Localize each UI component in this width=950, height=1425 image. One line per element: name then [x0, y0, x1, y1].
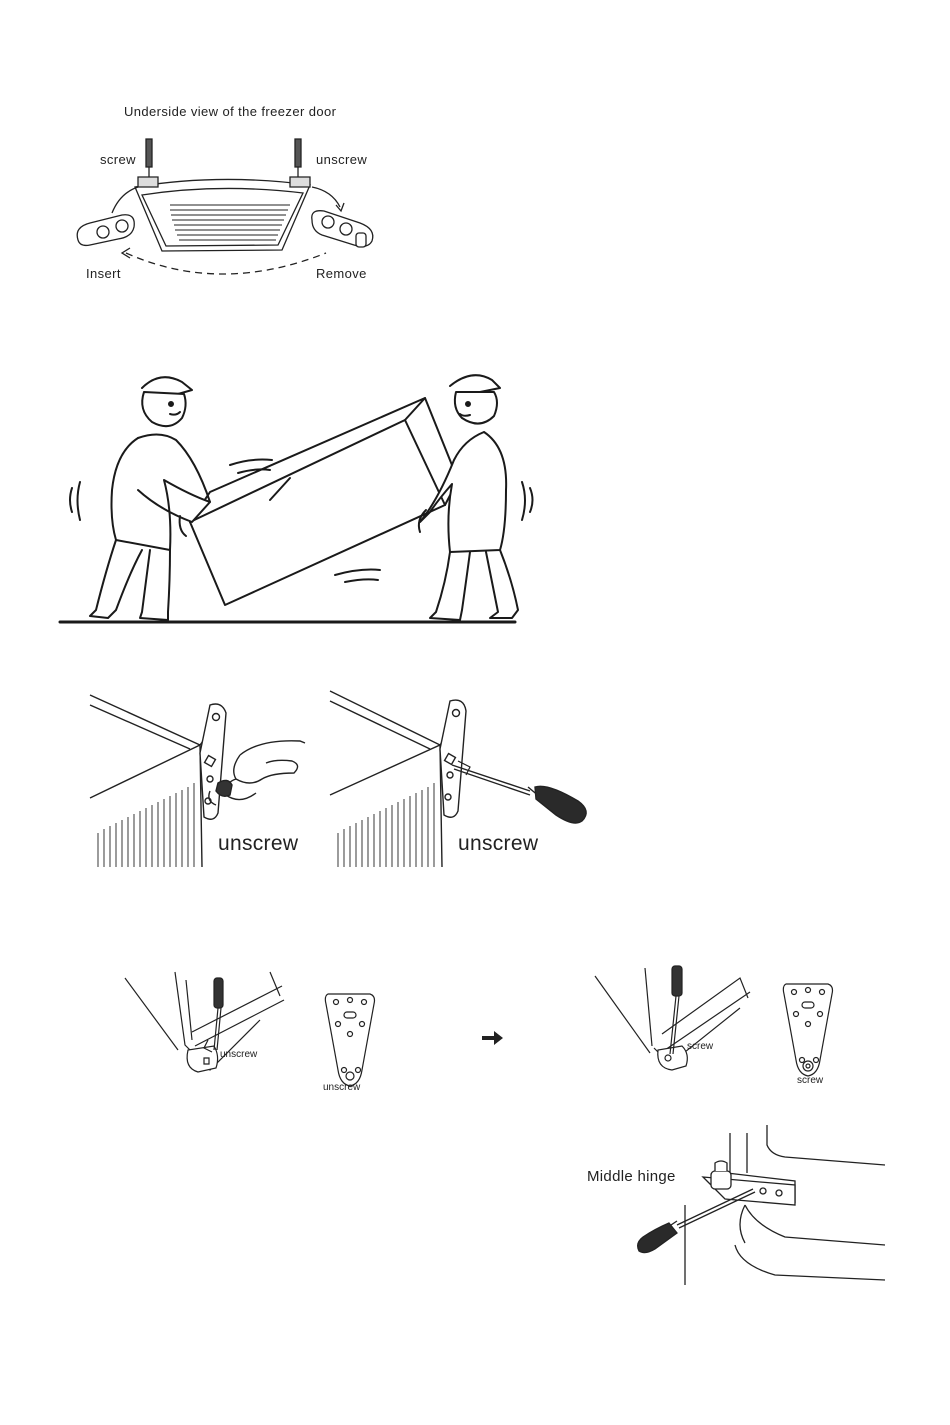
hinge-plate-right-drawing [780, 980, 840, 1080]
hinge-plate-left-drawing [322, 990, 382, 1090]
two-person-carry-drawing [60, 360, 520, 630]
figure4-plate-right-screw-label: screw [797, 1076, 823, 1086]
figure3-left-unscrew-label: unscrew [218, 833, 298, 854]
bottom-hinge-unscrew-drawing [120, 960, 285, 1080]
arrow-right-icon [482, 1030, 504, 1046]
middle-hinge-drawing [585, 1125, 895, 1290]
figure-top-hinge-unscrew: unscrew unscrew [90, 683, 600, 873]
figure-middle-hinge: Middle hinge [585, 1125, 895, 1290]
freezer-door-underside-drawing [60, 95, 400, 295]
figure4-right-screw-label: screw [687, 1042, 713, 1052]
figure-underside-freezer-door: Underside view of the freezer door screw… [60, 95, 400, 295]
figure3-right-unscrew-label: unscrew [458, 833, 538, 854]
figure4-plate-left-unscrew-label: unscrew [323, 1083, 360, 1093]
figure4-left-unscrew-label: unscrew [220, 1050, 257, 1060]
figure-bottom-hinge-transfer: unscrew unscrew screw sc [120, 960, 840, 1100]
bottom-hinge-screw-drawing [590, 958, 760, 1078]
figure-two-person-carry [60, 360, 520, 630]
